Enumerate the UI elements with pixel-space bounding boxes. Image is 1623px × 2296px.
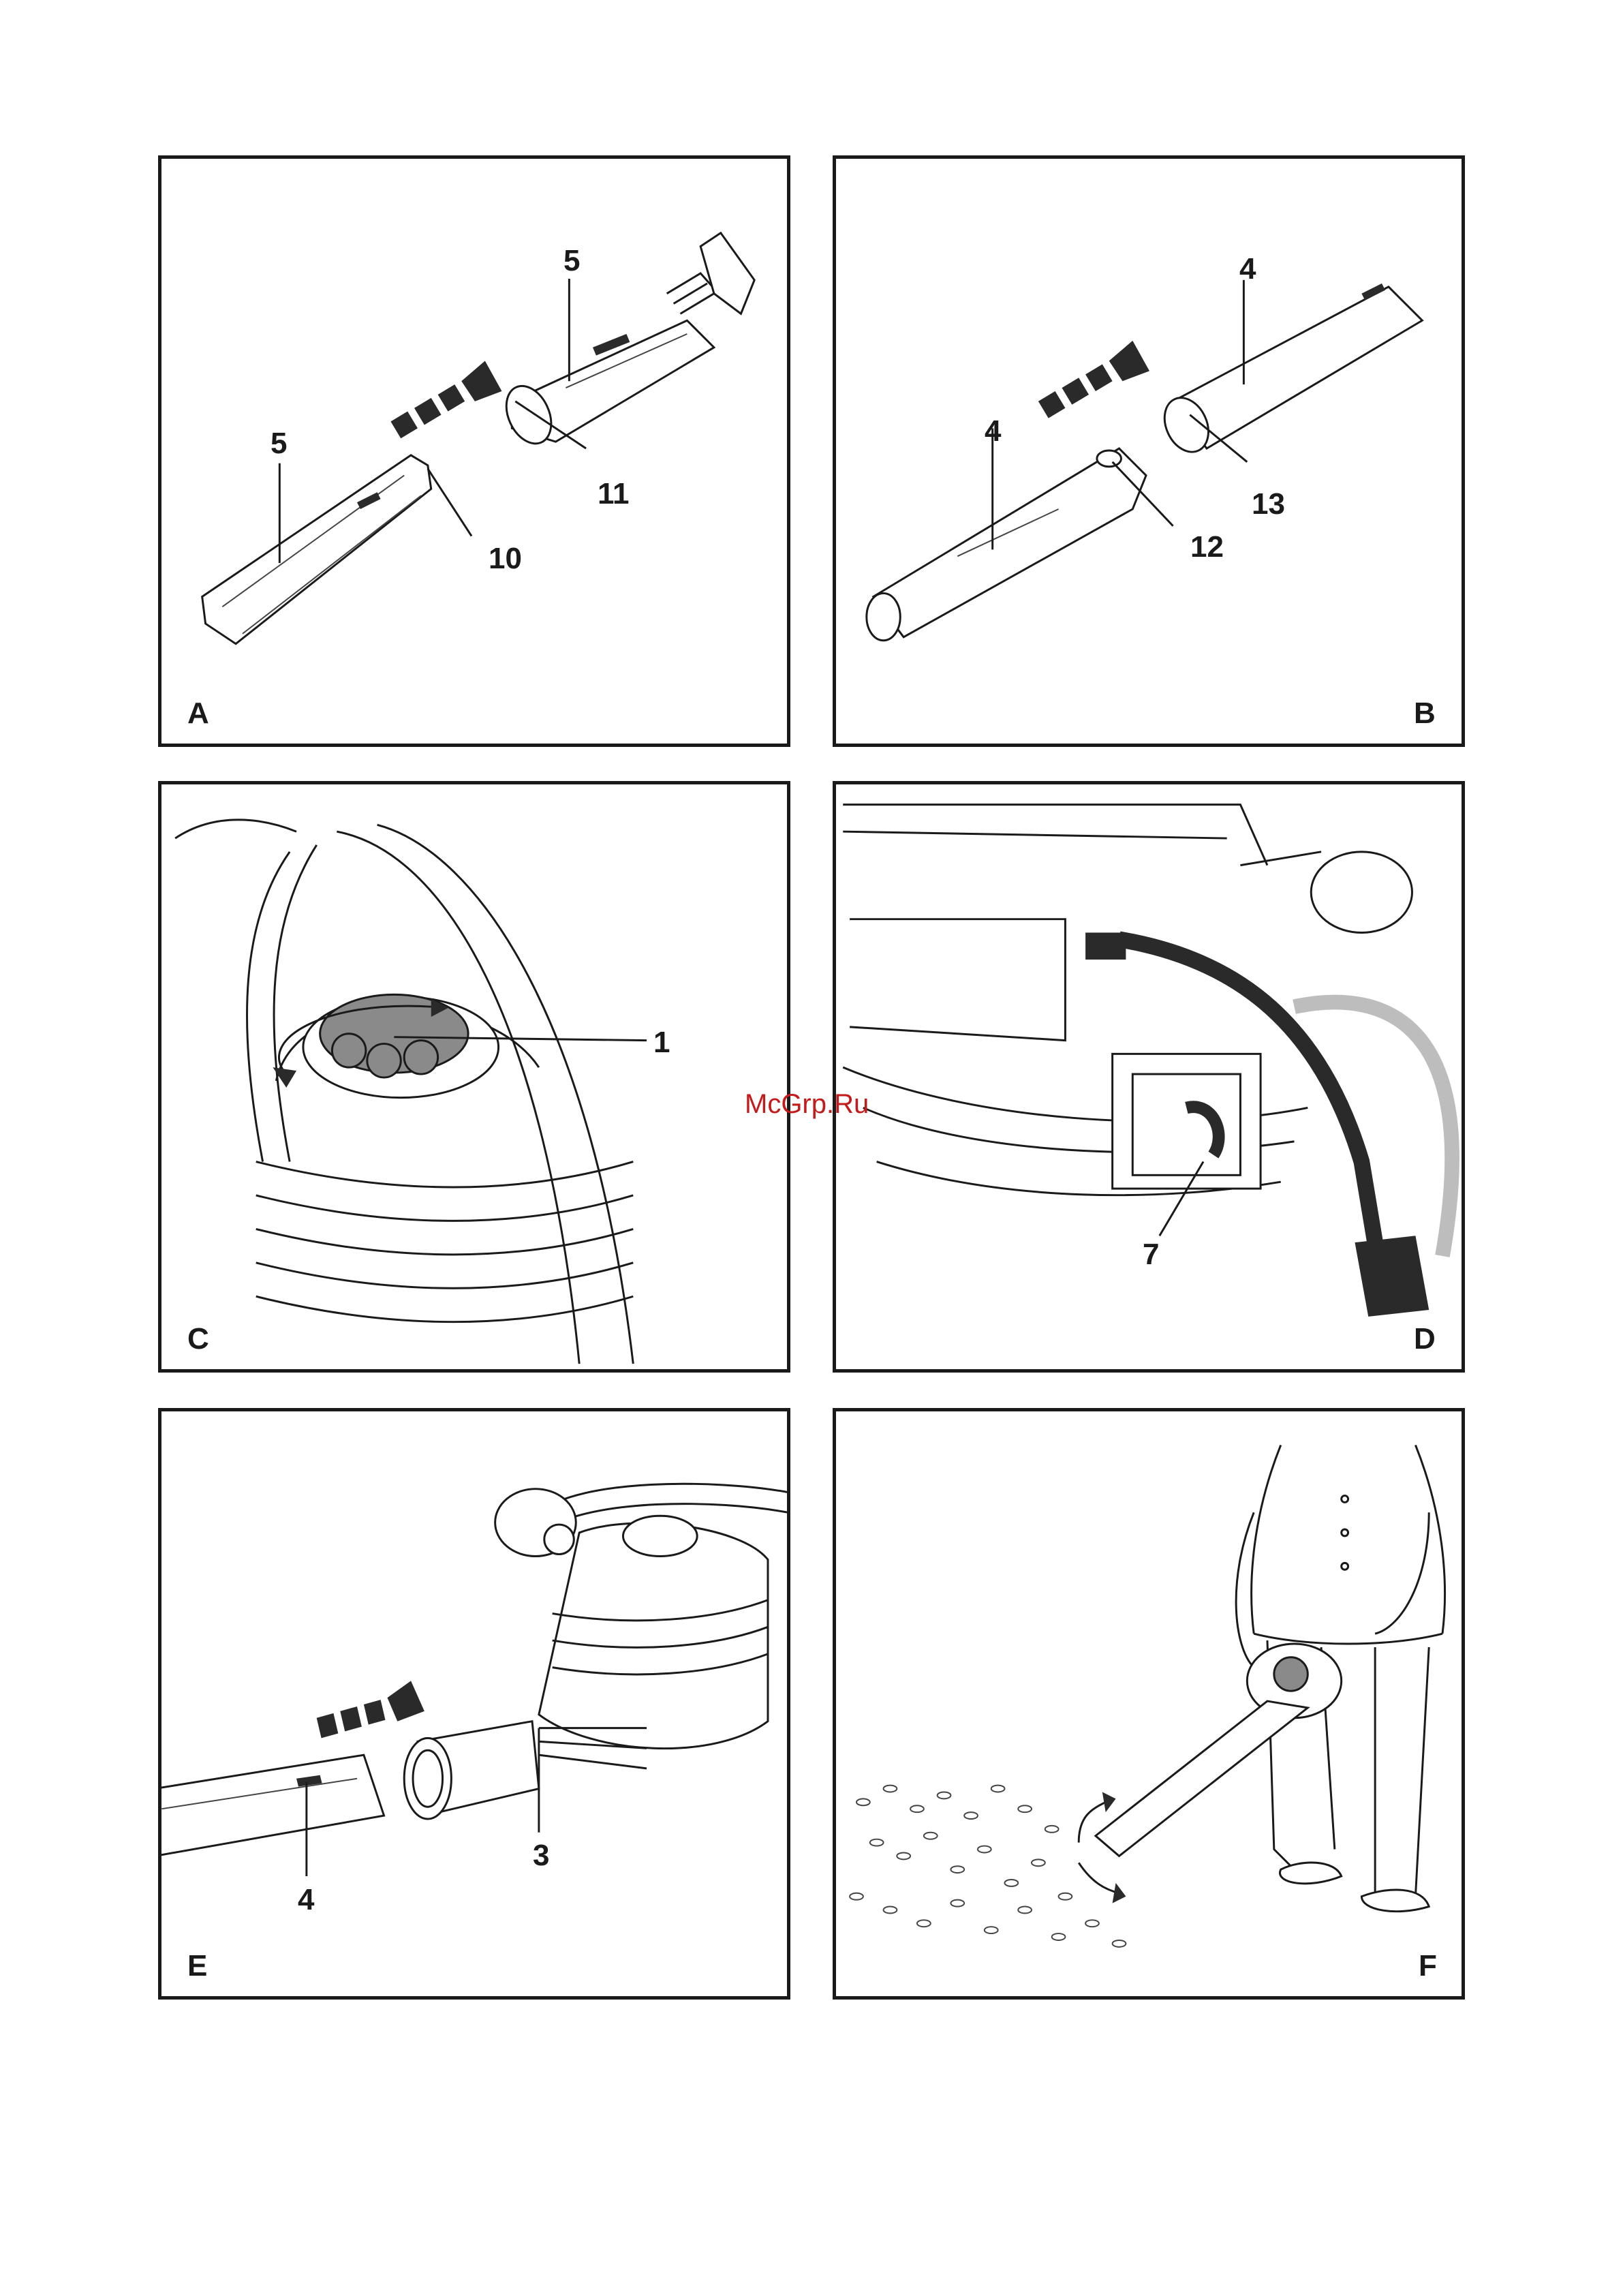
figure-panel-b: 4 4 13 12 B [833, 155, 1465, 747]
callout-7: 7 [1143, 1240, 1159, 1270]
figure-panel-c: 1 C [158, 781, 790, 1373]
callout-13: 13 [1252, 489, 1285, 519]
panel-letter-e: E [187, 1951, 207, 1981]
tube-to-blower-illustration [161, 1411, 787, 1996]
callout-4: 4 [298, 1885, 314, 1915]
figure-panel-f: F [833, 1408, 1465, 2000]
callout-3: 3 [533, 1841, 549, 1871]
figure-panel-d: 7 D [833, 781, 1465, 1373]
panel-letter-f: F [1419, 1951, 1437, 1981]
callout-4-lower: 4 [985, 416, 1001, 446]
callout-5-lower: 5 [270, 429, 287, 459]
callout-12: 12 [1190, 532, 1224, 562]
cable-retainer-illustration [836, 784, 1462, 1369]
panel-letter-c: C [187, 1324, 209, 1354]
callout-11: 11 [598, 479, 630, 509]
operator-blowing-leaves-illustration [836, 1411, 1462, 1996]
panel-letter-a: A [187, 699, 209, 729]
callout-1: 1 [653, 1028, 670, 1058]
figure-panel-a: 5 11 5 10 A [158, 155, 790, 747]
tube-assembly-illustration-b [836, 159, 1462, 744]
figure-panel-e: 3 4 E [158, 1408, 790, 2000]
leaf-pile [850, 1786, 1126, 1947]
panel-letter-d: D [1414, 1324, 1436, 1354]
speed-dial-illustration [161, 784, 787, 1369]
callout-5-upper: 5 [563, 246, 580, 276]
panel-letter-b: B [1414, 699, 1436, 729]
tube-assembly-illustration-a [161, 159, 787, 744]
watermark: McGrp.Ru [745, 1090, 869, 1118]
callout-10: 10 [489, 544, 522, 574]
callout-4-upper: 4 [1239, 254, 1256, 284]
